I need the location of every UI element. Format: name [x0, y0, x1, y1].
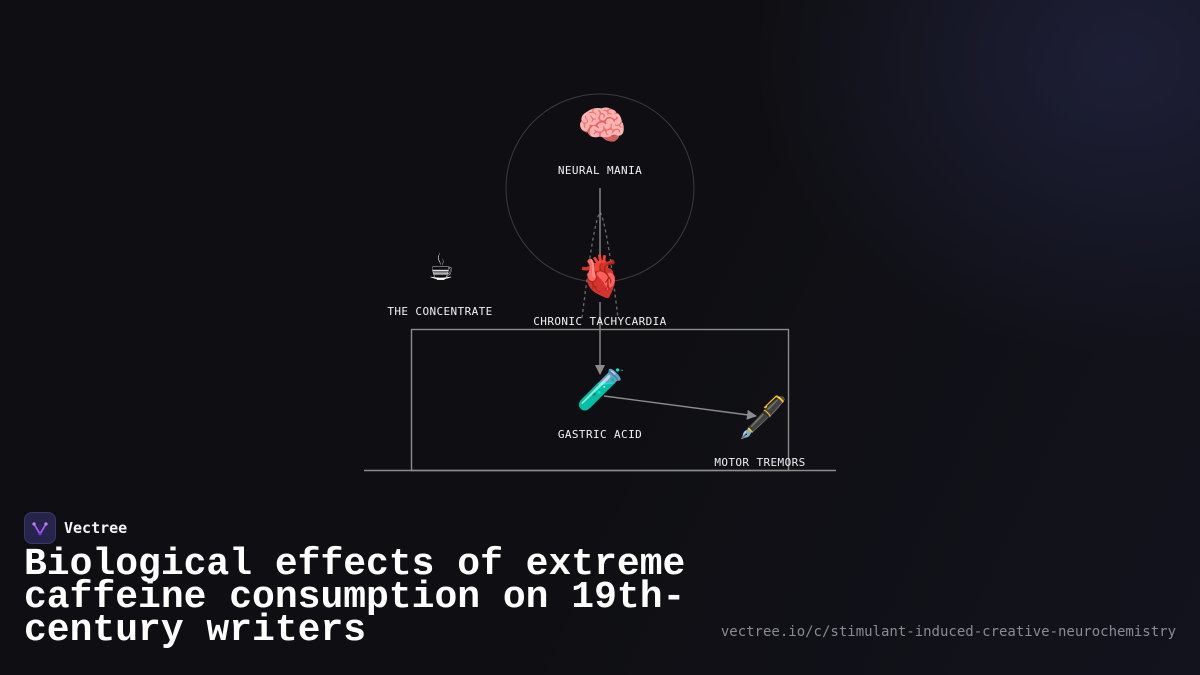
- anatomical-heart-icon: 🫀: [576, 254, 626, 300]
- brand-name: Vectree: [64, 519, 128, 537]
- brand[interactable]: Vectree: [24, 512, 127, 544]
- coffee-cup-icon: ☕: [428, 244, 454, 290]
- test-tube-icon: 🧪: [576, 367, 626, 413]
- node-label-chronic-tachycardia: CHRONIC TACHYCARDIA: [533, 315, 667, 328]
- pulse-trace: [581, 210, 619, 319]
- node-label-motor-tremors: MOTOR TREMORS: [714, 456, 806, 469]
- acid-to-tremors-arrow: [603, 395, 757, 420]
- node-label-the-concentrate: THE CONCENTRATE: [387, 305, 493, 318]
- node-label-gastric-acid: GASTRIC ACID: [557, 428, 643, 441]
- fountain-pen-icon: 🖋️: [738, 395, 788, 441]
- brain-icon: 🧠: [577, 103, 627, 149]
- source-url[interactable]: vectree.io/c/stimulant-induced-creative-…: [720, 624, 1176, 640]
- page-title: Biological effects of extreme caffeine c…: [24, 543, 686, 652]
- brain-orbit-circle: [505, 93, 695, 283]
- node-label-neural-mania: NEURAL MANIA: [557, 164, 643, 177]
- vectree-logo-icon: [24, 512, 56, 544]
